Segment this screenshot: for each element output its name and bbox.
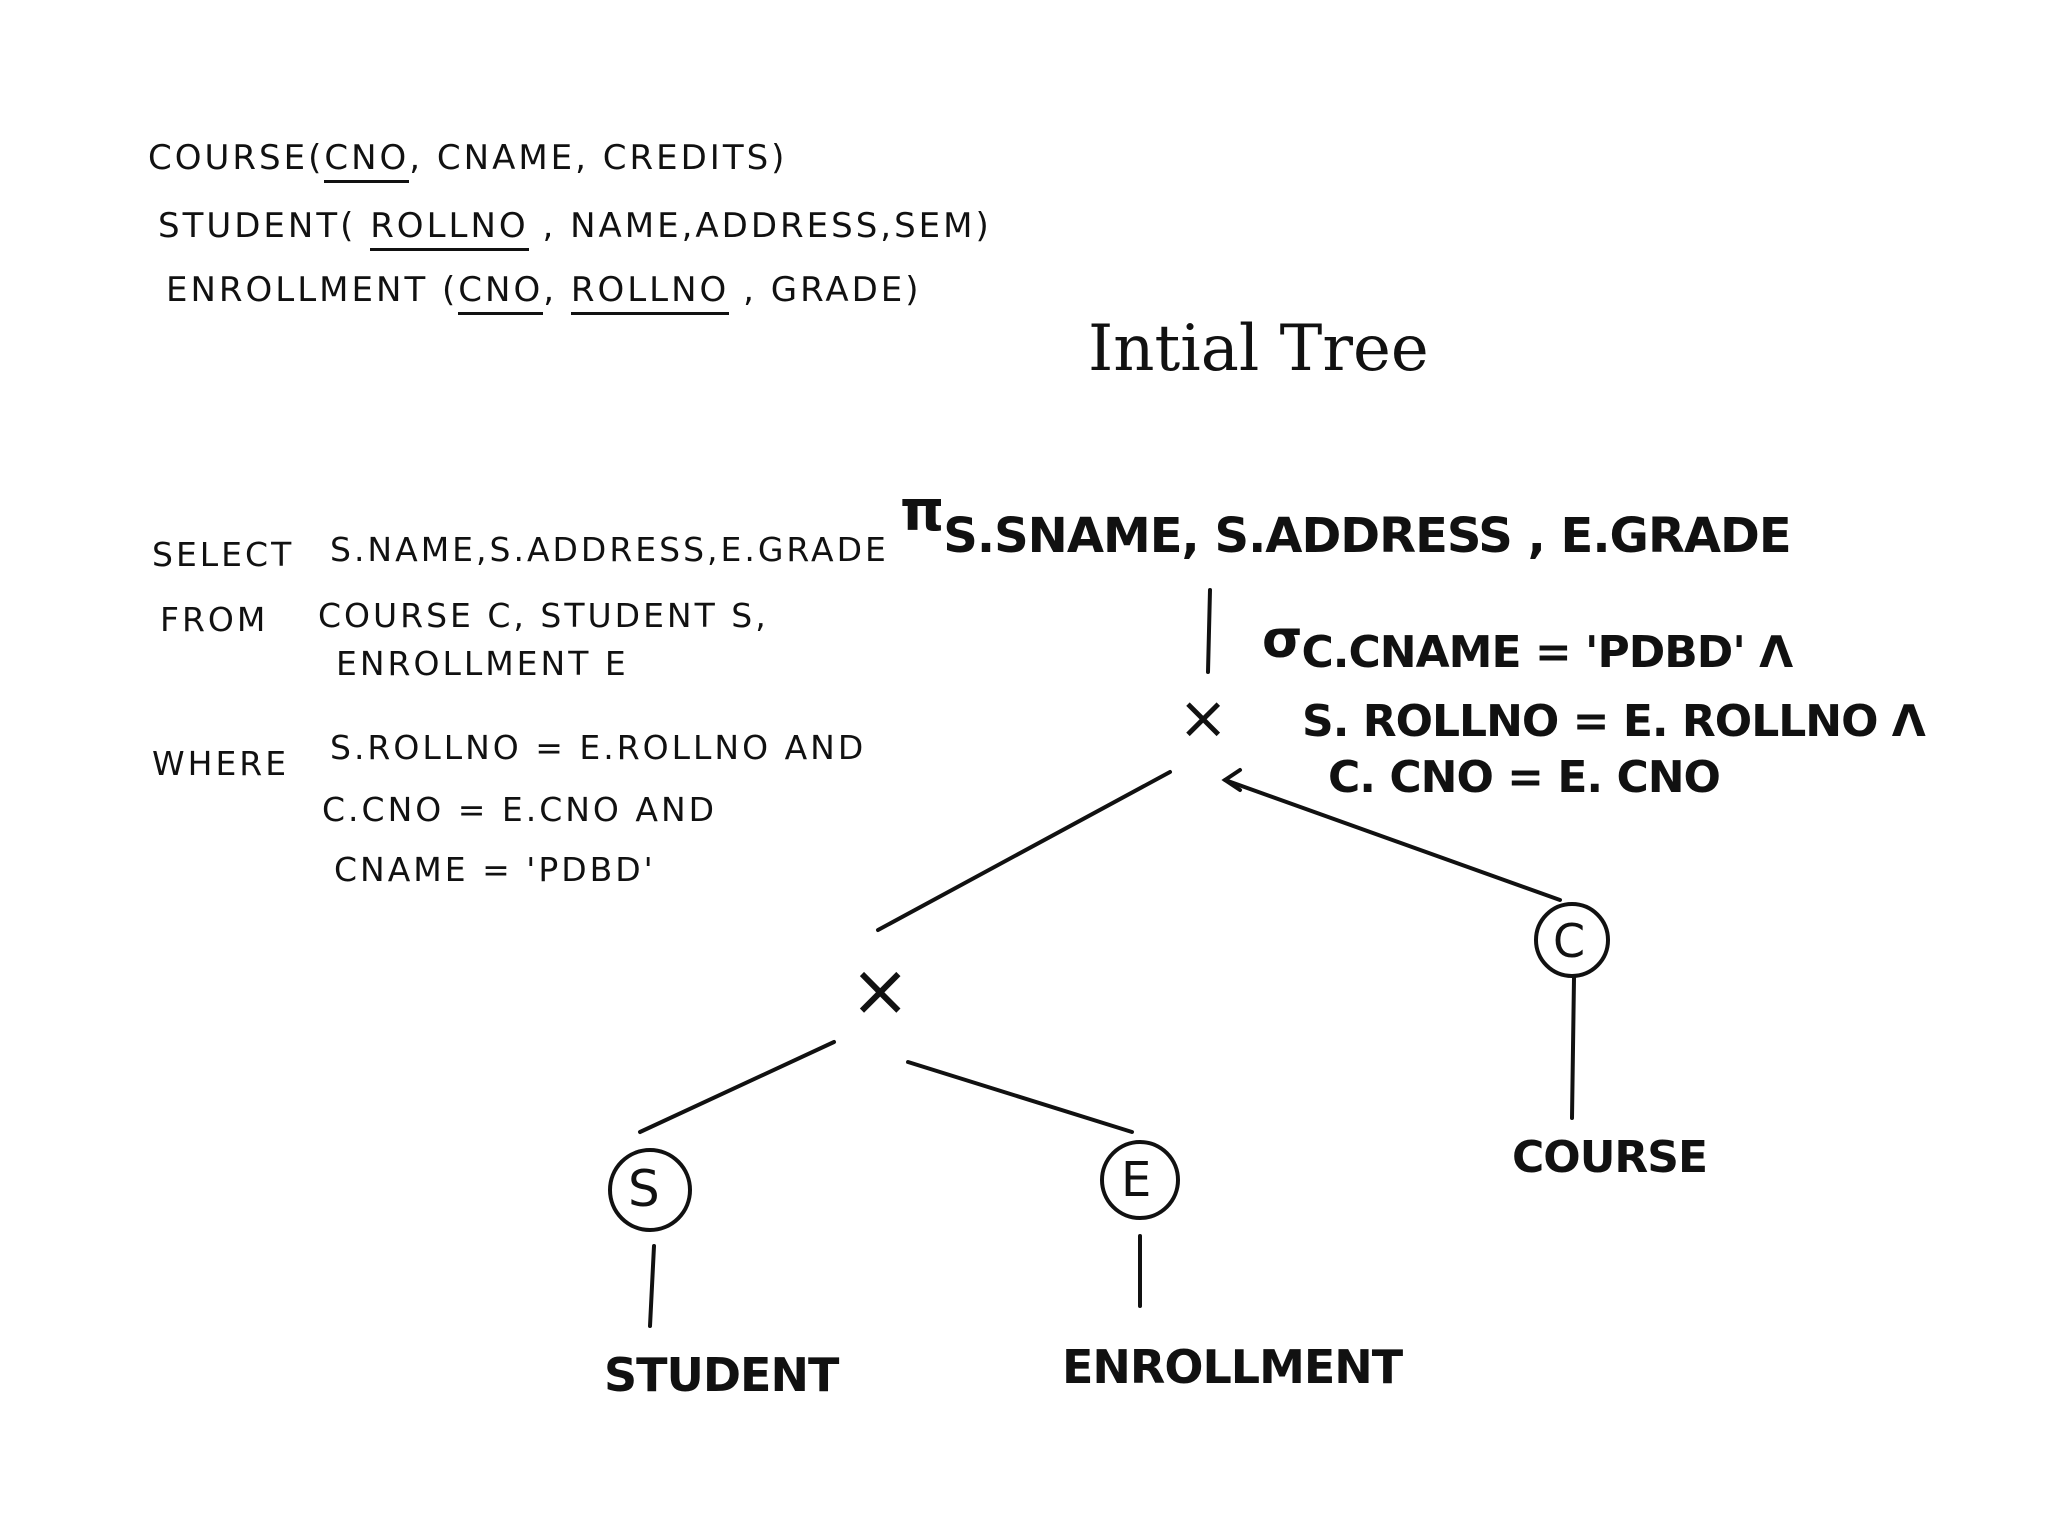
schema-course: COURSE(CNO, CNAME, CREDITS) (148, 138, 787, 183)
selection-symbol: σ (1262, 610, 1302, 670)
node-s-circle (608, 1148, 692, 1232)
schema-enrollment: ENROLLMENT (CNO, ROLLNO , GRADE) (166, 270, 922, 315)
node-e-label: E (1121, 1152, 1152, 1208)
cross-product-bottom: × (850, 948, 911, 1032)
selection-line3-wrap: C. CNO = E. CNO (1328, 752, 1721, 803)
edge-cross-to-lower-cross (876, 770, 1172, 932)
projection-attributes: S.SNAME, S.ADDRESS , E.GRADE (943, 508, 1791, 564)
schema-course-key: CNO (324, 138, 410, 183)
selection-condition: σC.CNAME = 'PDBD' Λ (1262, 610, 1793, 678)
edge-lower-cross-to-s (638, 1040, 836, 1134)
schema-enrollment-sep: , (543, 270, 571, 310)
schema-course-rest: , CNAME, CREDITS) (409, 138, 788, 178)
leaf-enrollment: ENROLLMENT (1062, 1340, 1403, 1394)
edge-projection-to-cross (1206, 588, 1212, 674)
sql-where-line1: S.ROLLNO = E.ROLLNO AND (330, 728, 867, 767)
node-s-label: S (628, 1160, 660, 1218)
edge-cross-to-c (1223, 778, 1562, 902)
selection-line1: C.CNAME = 'PDBD' Λ (1301, 627, 1794, 678)
sql-from-line1: COURSE C, STUDENT S, (318, 596, 769, 635)
diagram-title: Intial Tree (1088, 312, 1429, 386)
selection-line3: C. CNO = E. CNO (1328, 752, 1721, 803)
schema-student-key: ROLLNO (370, 206, 529, 251)
edge-c-to-course (1570, 976, 1576, 1120)
projection-symbol: π (900, 479, 944, 544)
sql-select-keyword: SELECT (152, 535, 295, 574)
schema-enrollment-key2: ROLLNO (570, 270, 730, 315)
edge-lower-cross-to-e (906, 1060, 1134, 1134)
sql-from-keyword: FROM (160, 600, 269, 639)
schema-enrollment-prefix: ENROLLMENT ( (166, 270, 459, 310)
arrow-head (1221, 768, 1242, 792)
node-e-circle (1100, 1140, 1180, 1220)
schema-enrollment-key1: CNO (458, 270, 544, 315)
sql-where-keyword: WHERE (152, 744, 290, 783)
schema-student: STUDENT( ROLLNO , NAME,ADDRESS,SEM) (158, 206, 992, 251)
sql-from-line2: ENROLLMENT E (336, 644, 629, 683)
edge-s-to-student (648, 1244, 656, 1328)
leaf-course: COURSE (1512, 1132, 1708, 1183)
cross-product-top: × (1178, 683, 1229, 753)
projection: πS.SNAME, S.ADDRESS , E.GRADE (900, 479, 1792, 565)
selection-line2-wrap: S. ROLLNO = E. ROLLNO Λ (1302, 696, 1926, 747)
leaf-student: STUDENT (604, 1348, 839, 1402)
sql-select-columns: S.NAME,S.ADDRESS,E.GRADE (330, 530, 889, 569)
schema-student-rest: , NAME,ADDRESS,SEM) (528, 206, 992, 246)
schema-student-prefix: STUDENT( (158, 206, 371, 246)
node-c-label: C (1553, 914, 1586, 968)
sql-where-line3: CNAME = 'PDBD' (334, 850, 656, 889)
node-c-circle (1534, 902, 1610, 978)
schema-enrollment-rest: , GRADE) (729, 270, 922, 310)
schema-course-prefix: COURSE( (148, 138, 325, 178)
selection-line2: S. ROLLNO = E. ROLLNO Λ (1302, 696, 1926, 747)
sql-where-line2: C.CNO = E.CNO AND (322, 790, 718, 829)
